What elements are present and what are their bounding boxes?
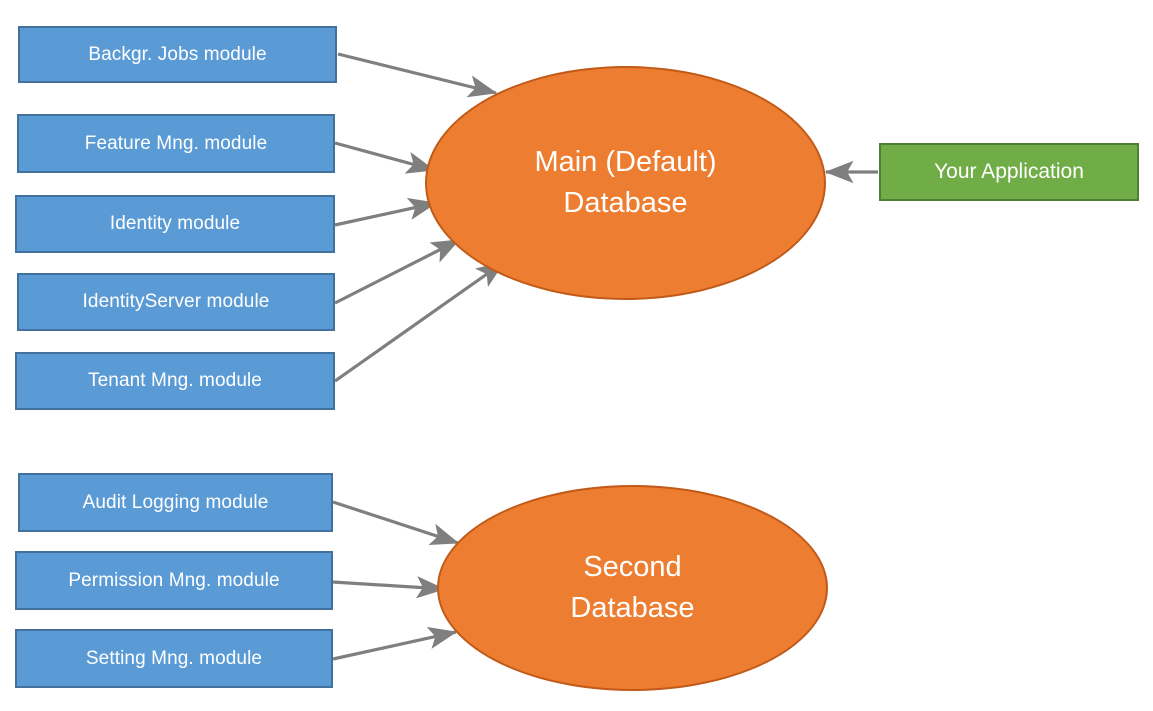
module-box-identity[interactable]: Identity module: [15, 195, 335, 253]
database-label-line-2: Database: [570, 592, 695, 624]
connector-backgr-jobs-to-main: [337, 52, 498, 98]
database-label-line-1: Main (Default): [534, 145, 717, 178]
database-second[interactable]: Second Database: [437, 485, 828, 691]
connector-tenant-mng-to-main: [334, 260, 506, 383]
module-label: IdentityServer module: [82, 291, 270, 313]
module-box-setting-mng[interactable]: Setting Mng. module: [15, 629, 333, 688]
database-label-line-2: Database: [563, 187, 688, 219]
connector-audit-logging-to-second: [332, 500, 460, 546]
application-box[interactable]: Your Application: [879, 143, 1139, 201]
database-main-default[interactable]: Main (Default) Database: [425, 66, 826, 300]
module-box-audit-logging[interactable]: Audit Logging module: [18, 473, 333, 532]
module-box-identityserver[interactable]: IdentityServer module: [17, 273, 335, 331]
connector-identity-to-main: [334, 197, 438, 227]
module-box-backgr-jobs[interactable]: Backgr. Jobs module: [18, 26, 337, 83]
module-box-tenant-mng[interactable]: Tenant Mng. module: [15, 352, 335, 410]
database-label-line-1: Second: [583, 550, 682, 583]
module-label: Audit Logging module: [82, 491, 269, 513]
module-label: Feature Mng. module: [84, 132, 268, 154]
connector-permission-mng-to-second: [332, 576, 446, 599]
module-label: Identity module: [109, 213, 241, 235]
connector-identityserver-to-main: [334, 238, 461, 305]
module-box-feature-mng[interactable]: Feature Mng. module: [17, 114, 335, 173]
module-box-permission-mng[interactable]: Permission Mng. module: [15, 551, 333, 610]
module-label: Permission Mng. module: [68, 569, 280, 591]
module-label: Setting Mng. module: [85, 647, 263, 669]
module-label: Tenant Mng. module: [88, 370, 262, 392]
connector-setting-mng-to-second: [332, 626, 458, 661]
connector-feature-mng-to-main: [334, 141, 436, 174]
application-label: Your Application: [934, 159, 1084, 183]
module-label: Backgr. Jobs module: [88, 43, 267, 65]
